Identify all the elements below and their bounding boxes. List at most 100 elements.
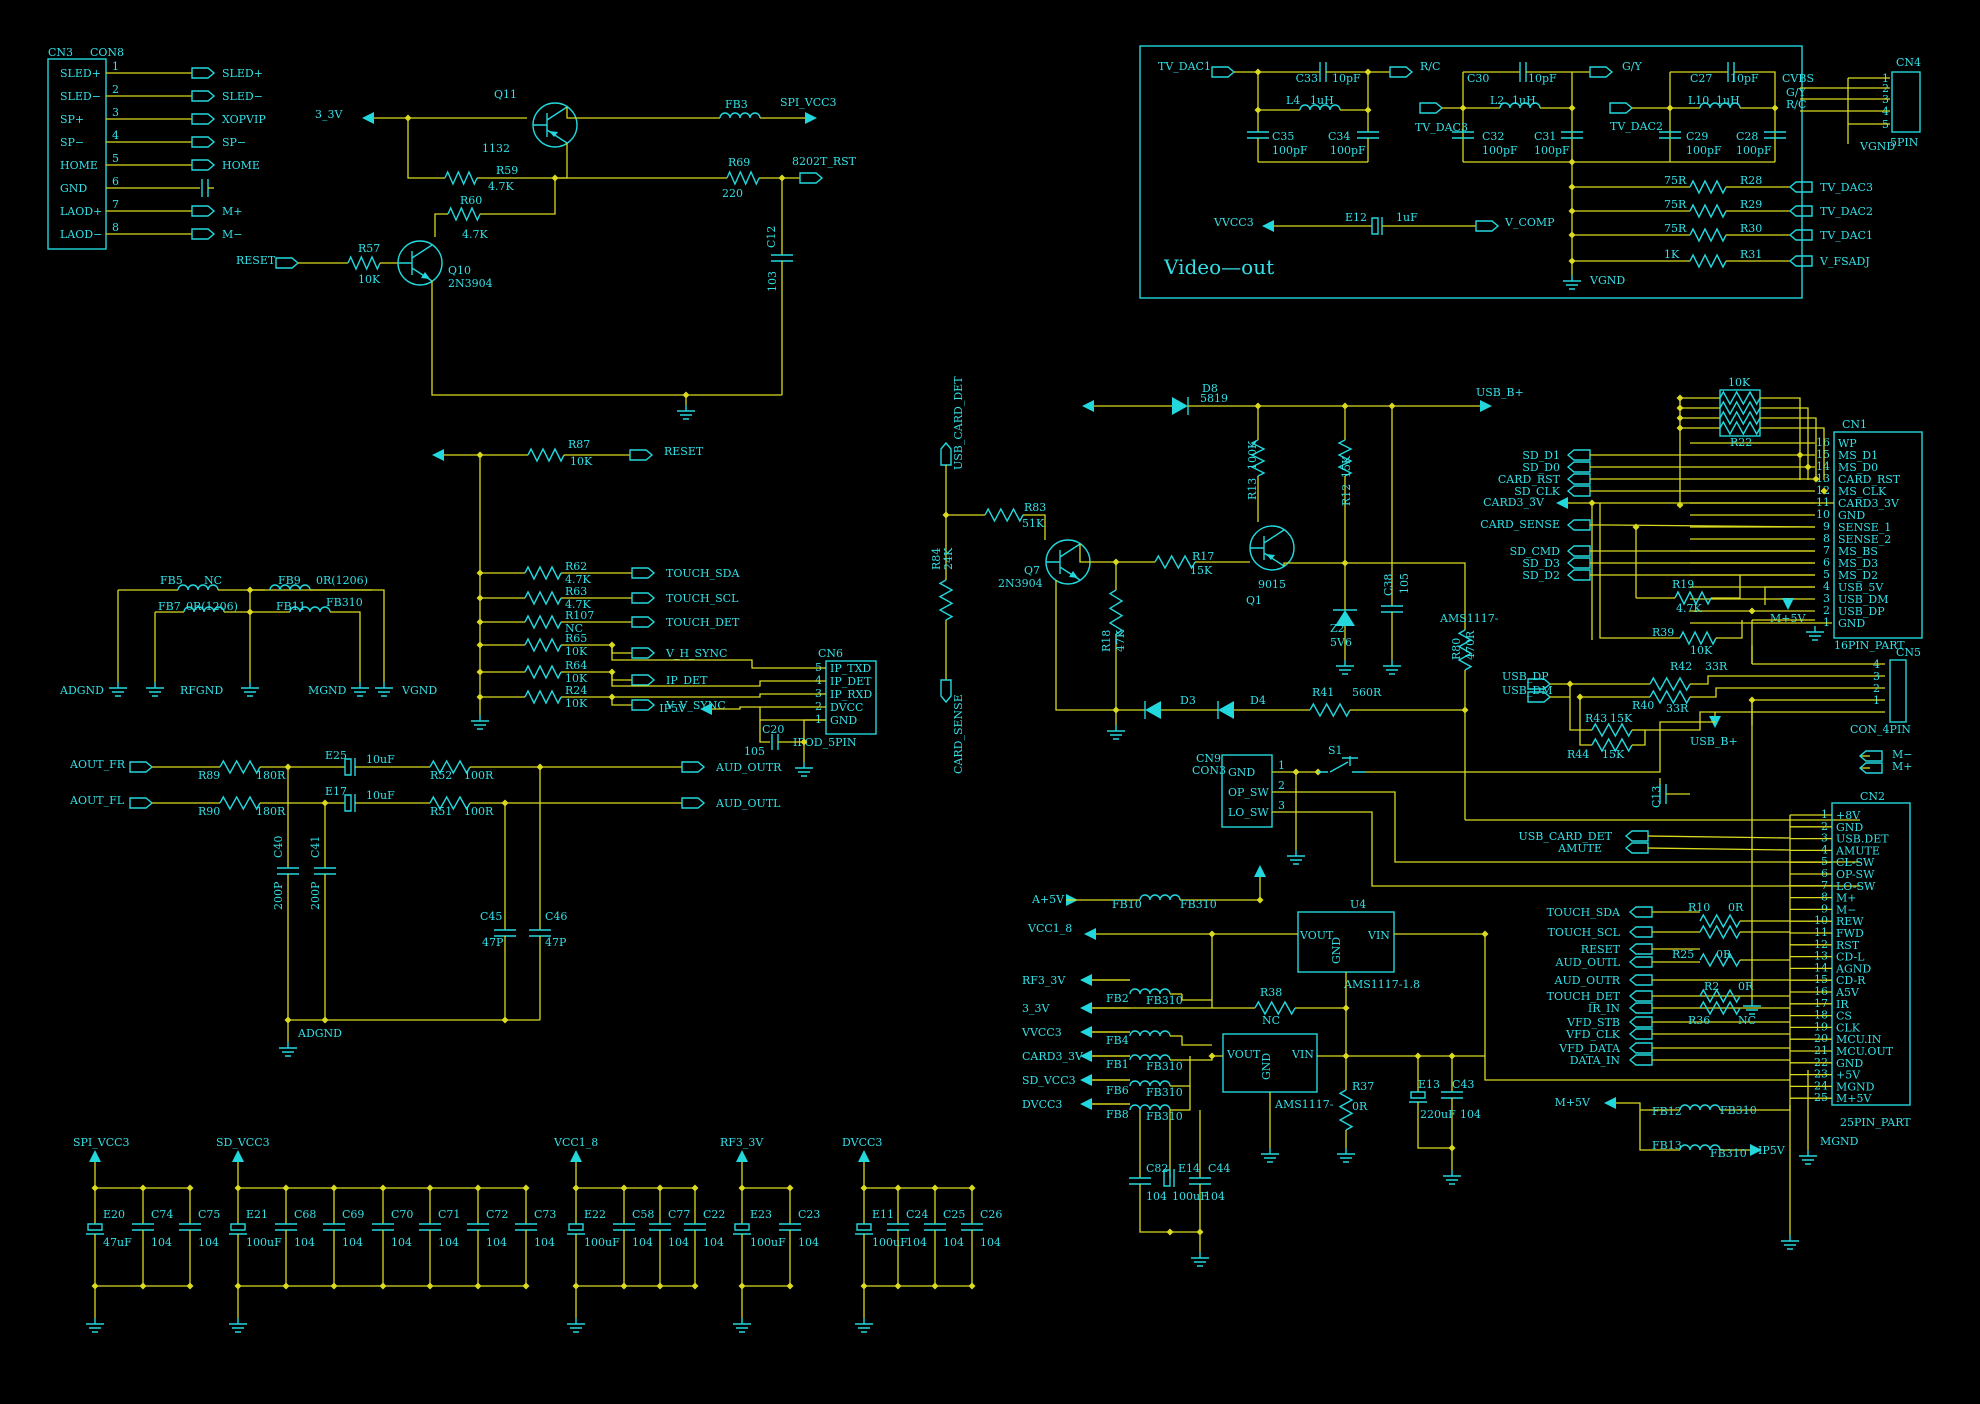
port-flag [629,449,654,461]
port-flag [1628,956,1653,968]
resistor [524,689,562,705]
pin-label: USB_DP [1838,605,1885,618]
wire [330,611,361,682]
value-label: AMS1117- [1274,1098,1334,1111]
ground-symbol [567,1318,585,1333]
value-label: 2N3904 [448,277,493,290]
value-label: FB310 [1146,994,1183,1007]
capacitor [275,1223,297,1231]
pin-label: IR [1836,998,1849,1011]
capacitor [771,734,779,750]
net-arrow [1480,400,1492,412]
value-label: 100pF [1534,144,1570,157]
resistor [1699,924,1741,940]
ref-label: C35 [1272,130,1294,143]
wire [1690,687,1885,698]
ref-label: E22 [584,1208,606,1221]
port-flag [1624,830,1649,842]
value-label: 1uF [1396,211,1418,224]
ref-label: FB3 [725,98,748,111]
value-label: 4.7K [565,573,591,586]
wire [431,281,782,396]
cn9-box [1221,754,1273,828]
cn3-box [47,58,107,250]
pin-label: MS_CLK [1838,485,1887,498]
ref-label: R37 [1352,1080,1374,1093]
ref-label: C26 [980,1208,1002,1221]
pin-number: 2 [1823,604,1830,617]
pin-number: 4 [1823,580,1830,593]
port-flag [1566,461,1591,473]
port-flag [275,257,300,269]
junction-dot [1796,451,1804,459]
ref-label: R59 [496,164,518,177]
diode [1172,397,1188,415]
port-flag [1566,569,1591,581]
net-label: VFD_CLK [1565,1028,1621,1041]
value-label: 0R [1716,948,1732,961]
ref-label: R83 [1024,501,1046,514]
electrolytic-capacitor [733,1223,751,1235]
ref-label: C30 [1467,72,1489,85]
ground-symbol [229,1318,247,1333]
wire [480,178,556,215]
net-arrow [1604,1097,1616,1109]
net-label: CARD_RST [1498,473,1561,486]
ref-label: R44 [1567,748,1589,761]
pin-label: DVCC [830,701,863,714]
port-flag [1788,205,1813,217]
value-label: 104 [1204,1190,1225,1203]
pin-label: REW [1836,915,1864,928]
value-label: 47K [1114,629,1127,652]
ref-label: L2 [1490,94,1504,107]
inductor [719,112,761,119]
capacitor [1519,62,1527,82]
pin-label: GND [1838,617,1865,630]
value-label: 33R [1705,660,1728,673]
pin-label: IP_TXD [830,662,871,675]
junction-dot [1256,896,1264,904]
value-label: 100pF [1482,144,1518,157]
ground-symbol [733,1318,751,1333]
ref-label: D3 [1180,694,1196,707]
net-label: V_H_SYNC [665,647,727,660]
port-flag [1628,906,1653,918]
junction-dot [501,1016,509,1024]
ground-symbol [1806,626,1824,641]
ref-label: C68 [294,1208,316,1221]
wire [1579,697,1592,746]
pin-label: MS_D2 [1838,569,1878,582]
capacitor [1129,1177,1151,1185]
ref-label: FB11 [276,600,306,613]
net-label: TV_DAC1 [1158,60,1211,73]
net-arrow [1080,1002,1092,1014]
ref-label: E23 [750,1208,772,1221]
resistor [524,590,562,606]
value-label: 100uF [872,1236,908,1249]
value-label: 1uH [1716,94,1740,107]
ref-label: C23 [798,1208,820,1221]
net-label: SD_CMD [1510,545,1561,558]
value-label: 104 [438,1236,459,1249]
ground-symbol [1563,275,1581,290]
ref-label: C28 [1736,130,1758,143]
pin-label: MS_D3 [1838,557,1878,570]
connector-ref: CN9 [1196,752,1221,765]
pin-label: GND [1228,766,1255,779]
resistor [1337,439,1353,477]
connector-ref: CN4 [1896,56,1921,69]
net-label: DATA_IN [1570,1054,1621,1067]
pin-label: A5V [1835,986,1860,999]
value-label: 104 [1146,1190,1167,1203]
junction-dot [1448,1144,1456,1152]
port-flag [1527,678,1552,690]
value-label: 4.7K [565,598,591,611]
wire [1609,524,1816,528]
resistor [1689,179,1727,195]
port-flag [631,699,656,711]
wire [310,589,385,682]
pin-number: 5 [112,152,119,165]
ref-label: FB1 [1106,1058,1129,1071]
capacitor [613,1223,635,1231]
value-label: 104 [534,1236,555,1249]
